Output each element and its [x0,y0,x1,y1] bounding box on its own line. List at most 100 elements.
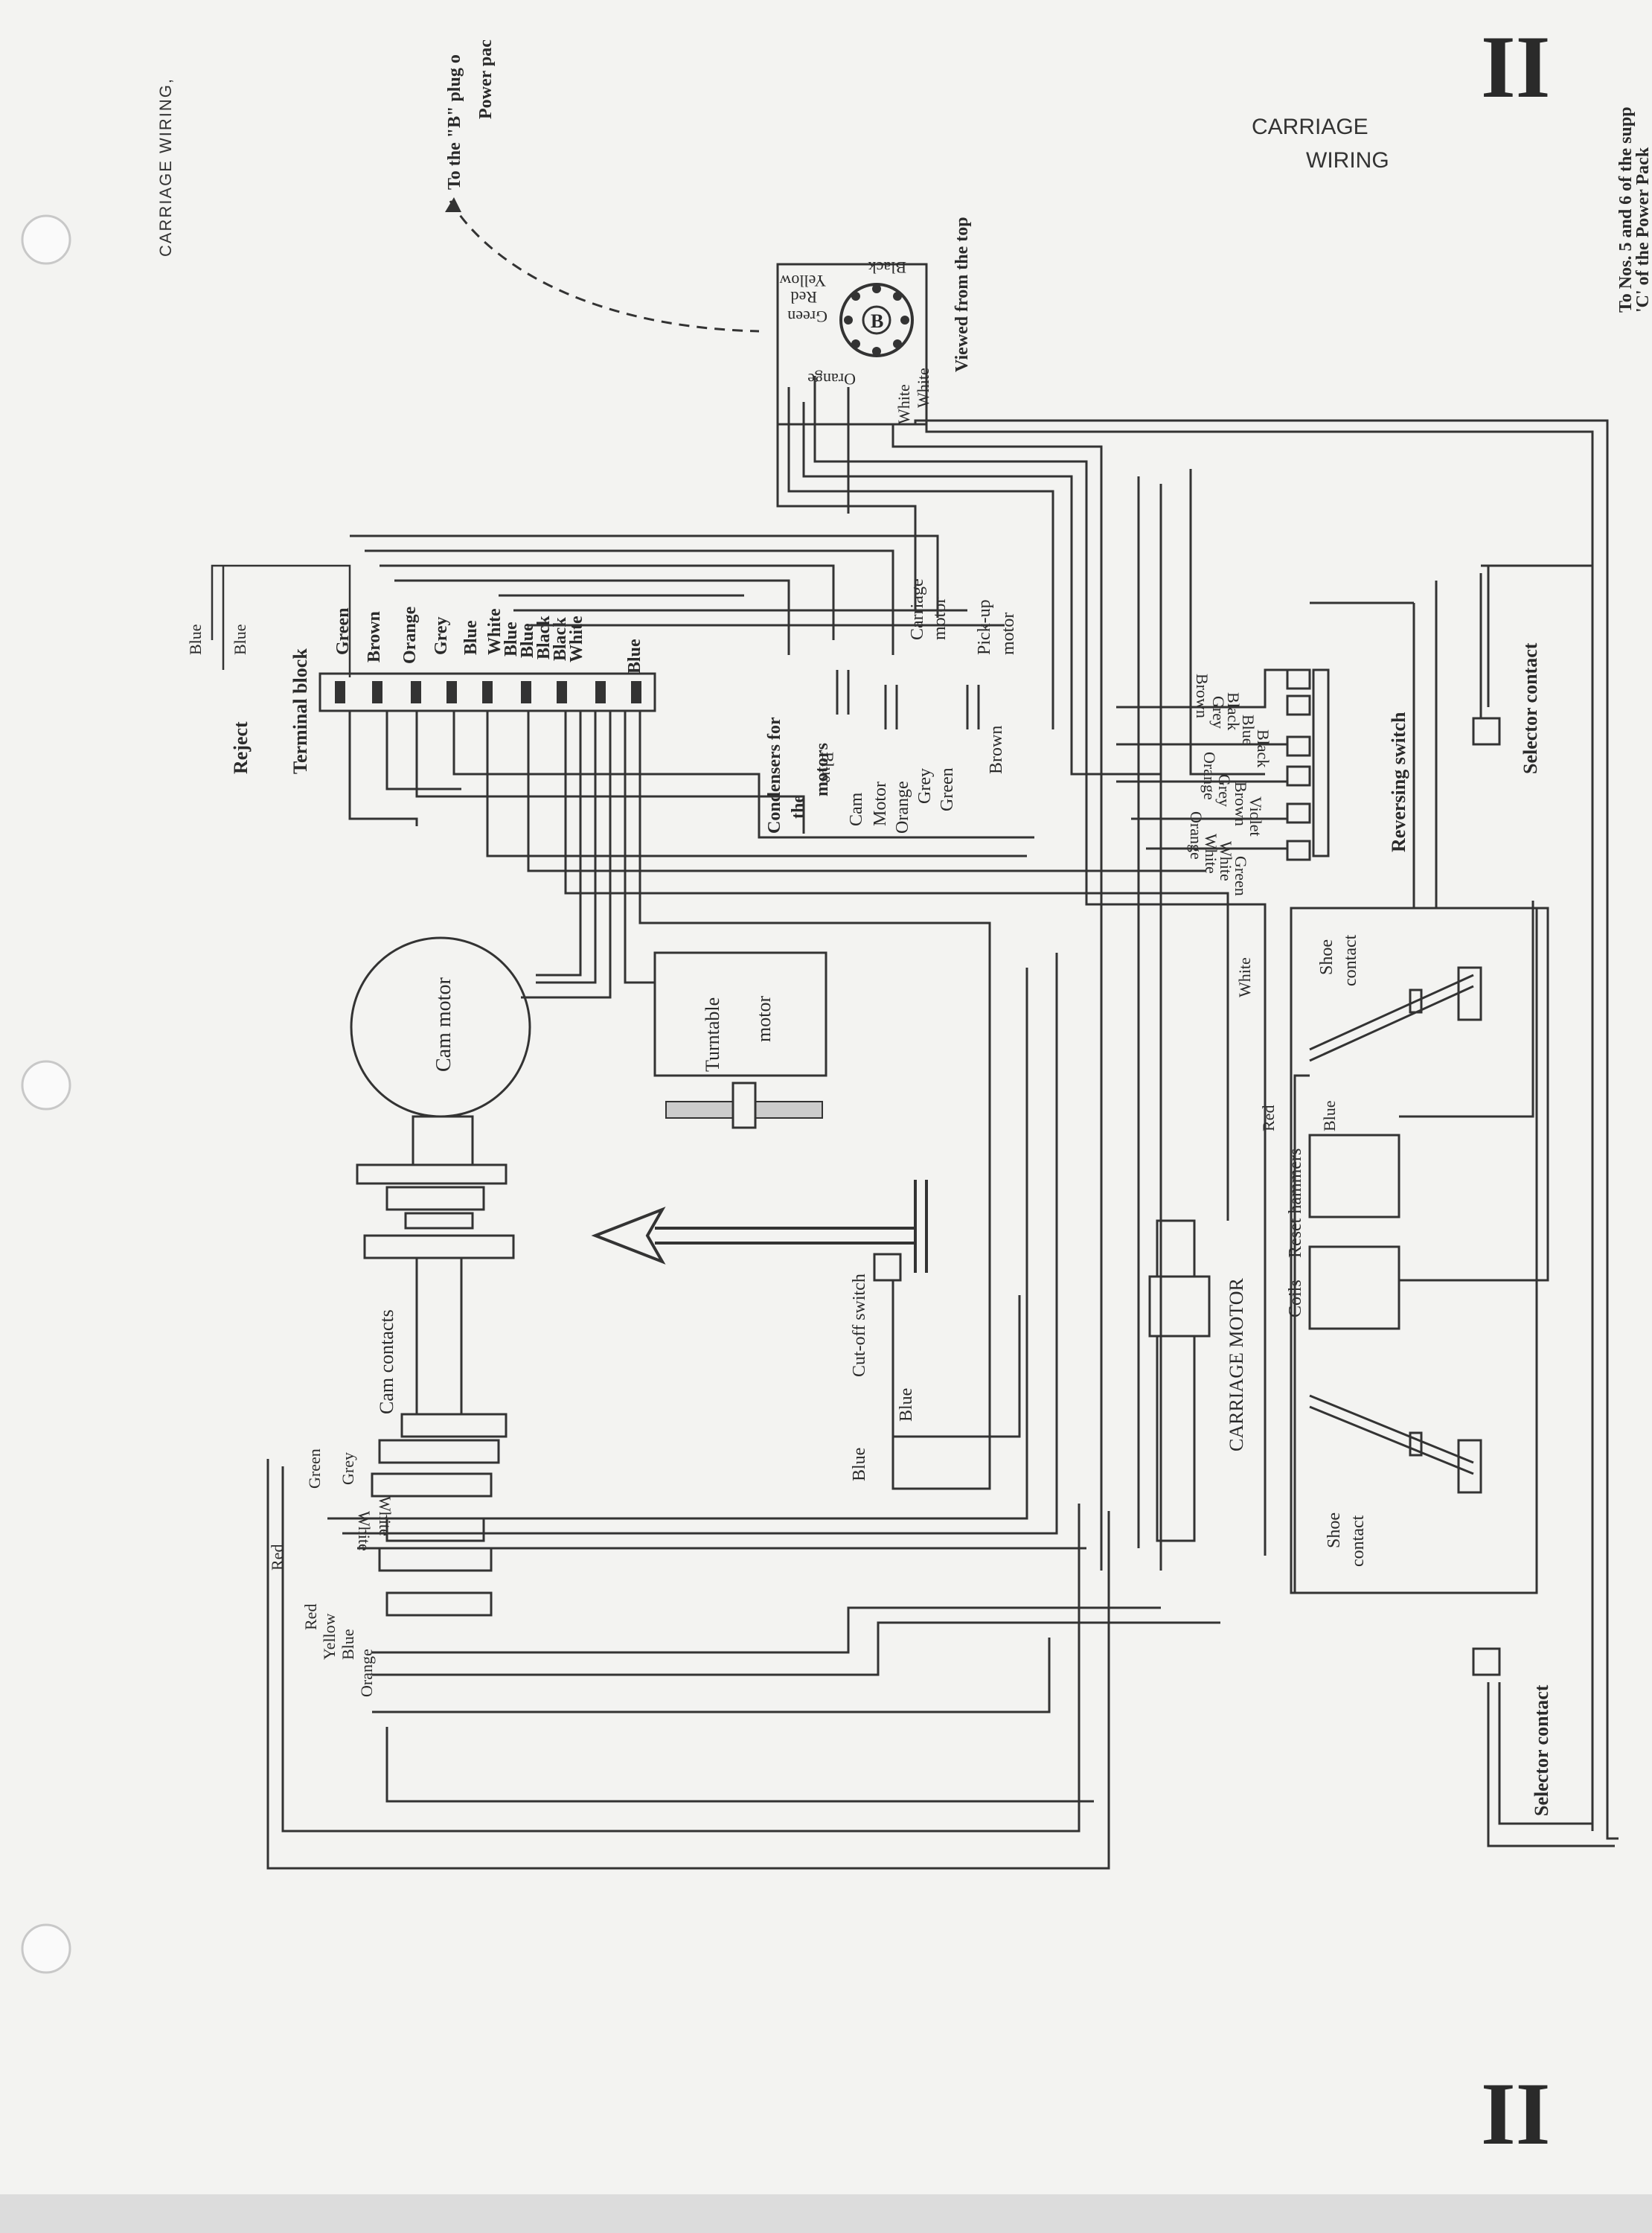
rs-wire-3: Blue [1239,715,1258,746]
coil-2 [1308,1245,1400,1330]
condensers-line1: Condensers for [765,717,784,834]
plug-wire-yellow: Yellow [779,272,826,290]
carriage-motor-small-2: motor [930,598,950,640]
condenser-wire-blue: Blue [819,752,837,783]
condensers-line3: motors [813,743,832,796]
carriage-motor-body [1156,1219,1196,1542]
punch-hole-bottom [21,1923,71,1974]
terminal-block [318,672,656,712]
tb-wire-orange: Orange [400,606,420,664]
cam-wire-red-2: Red [301,1604,320,1630]
cam-motor-label: Cam motor [432,977,455,1072]
tb-wire-white-2: White [567,616,586,662]
punch-hole-middle [21,1060,71,1111]
reject-wire-1: Blue [186,624,205,655]
selector-contact-bottom-body [1472,1647,1501,1676]
tb-wire-blue: Blue [461,620,481,655]
power-pack-arrow [445,197,461,212]
cam-wire-white: White [376,1496,394,1536]
supply-note-line2: 'C' of the Power Pack [1633,147,1652,313]
plug-wire-green: Green [787,307,827,326]
turntable-spindle [731,1082,757,1129]
pickup-motor-2: motor [999,613,1018,655]
plug-wire-red: Red [791,288,817,307]
shoe-contact-top-1: Shoe [1317,939,1336,975]
plug-letter: B [871,310,883,332]
cutoff-switch-body [873,1253,902,1282]
rs-wire-2: Black [1224,692,1243,730]
rs-wire-6: Grey [1215,774,1234,807]
cam-wire-orange: Orange [357,1649,376,1697]
condenser-brown: Brown [987,726,1006,774]
plug-wire-white-1: White [894,384,913,424]
left-title: CARRIAGE WIRING, [156,77,175,257]
reject-wire-2: Blue [231,624,249,655]
condenser-grey: Grey [915,768,935,804]
pickup-motor-1: Pick-up [975,599,994,655]
carriage-motor-end [1148,1275,1211,1338]
rs-wire-0: Brown [1193,674,1211,718]
cam-wire-grey: Grey [339,1452,357,1485]
scan-bottom-strip [0,2194,1652,2233]
condenser-cam: Cam [847,792,866,826]
shoe-contact-bottom [1309,1394,1482,1494]
rs-wire-12: Green [1232,856,1250,896]
plug-b: B [776,263,928,426]
selector-contact-bottom-label: Selector contact [1531,1684,1552,1816]
reject-label: Reject [230,721,252,774]
carriage-wire-blue: Blue [1320,1100,1339,1131]
power-pack-note-line2: Power pac [476,39,496,119]
turntable-motor [653,951,827,1077]
wiring-harness [211,372,1619,1870]
rs-wire-5: Orange [1200,752,1219,800]
tb-wire-blue-2: Blue [502,622,521,657]
cam-contacts-label: Cam contacts [376,1309,397,1414]
reversing-switch-label: Reversing switch [1388,712,1409,852]
cutoff-wire-2: Blue [850,1448,869,1481]
cam-shaft [356,1115,515,1617]
arm-assembly [591,1180,928,1273]
tb-wire-black: Black [534,616,554,659]
tb-wire-blue-4: Blue [625,639,644,674]
carriage-wire-white: White [1235,957,1254,997]
shoe-contact-top-2: contact [1341,934,1360,986]
shoe-contact-bottom-2: contact [1348,1515,1368,1567]
tb-wire-blue-3: Blue [518,623,537,658]
power-pack-note-line1: To the "B" plug o [445,54,464,190]
tb-wire-grey: Grey [432,616,451,655]
cutoff-wire-1: Blue [897,1388,916,1422]
terminal-block-label: Terminal block [289,648,311,774]
supply-note-line1: To Nos. 5 and 6 of the supp [1616,106,1636,313]
turntable-motor-label-2: motor [753,996,775,1042]
plug-viewed-label: Viewed from the top [953,217,972,372]
tb-wire-brown: Brown [365,611,384,662]
selector-contact-top-body [1472,717,1501,746]
rs-wire-1: Grey [1209,696,1228,729]
rs-wire-8: Violet [1246,796,1265,837]
reversing-switch [1286,668,1330,861]
cam-wire-green: Green [305,1448,324,1489]
plug-wire-white-2: White [914,368,932,408]
cam-wire-white-2: White [355,1511,374,1551]
condenser-symbols [836,670,980,729]
shoe-contact-bottom-1: Shoe [1325,1512,1344,1548]
condenser-motor: Motor [871,782,890,826]
carriage-motor-label: CARRIAGE MOTOR [1226,1278,1247,1451]
selector-contact-top-label: Selector contact [1520,642,1541,774]
cam-wire-yellow: Yellow [320,1613,339,1660]
rs-wire-10: White [1202,834,1220,874]
section-mark-top: II [1481,17,1550,116]
shoe-contact-top [1309,966,1482,1062]
condenser-green: Green [938,767,957,811]
carriage-wire-red: Red [1259,1105,1278,1131]
condensers-line2: the [789,795,808,819]
tb-wire-white: White [485,608,505,655]
cutoff-switch-label: Cut-off switch [850,1274,869,1377]
right-title-line2: WIRING [1306,148,1389,173]
coil-1 [1308,1134,1400,1218]
condenser-orange: Orange [893,781,912,834]
power-pack-dashed-lead [449,200,760,333]
section-mark-bottom: II [1481,2064,1550,2163]
